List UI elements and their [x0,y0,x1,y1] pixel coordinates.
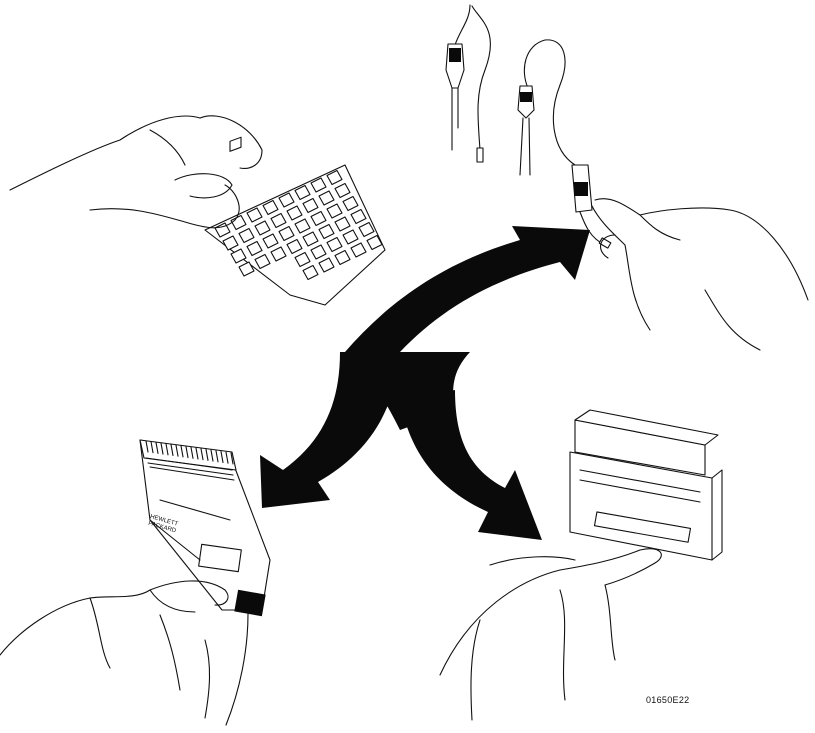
hand-icon [10,116,262,228]
arrow-down-left [260,352,400,508]
hand-icon [592,199,808,350]
grabber-probe-icon [518,40,611,248]
arrow-down-right [400,390,542,540]
grabber-clip-icon [446,5,490,162]
figure-id-label: 01650E22 [646,695,689,705]
connector-icon [570,410,722,560]
hand-icon [440,549,661,720]
hand-icon [0,581,228,718]
